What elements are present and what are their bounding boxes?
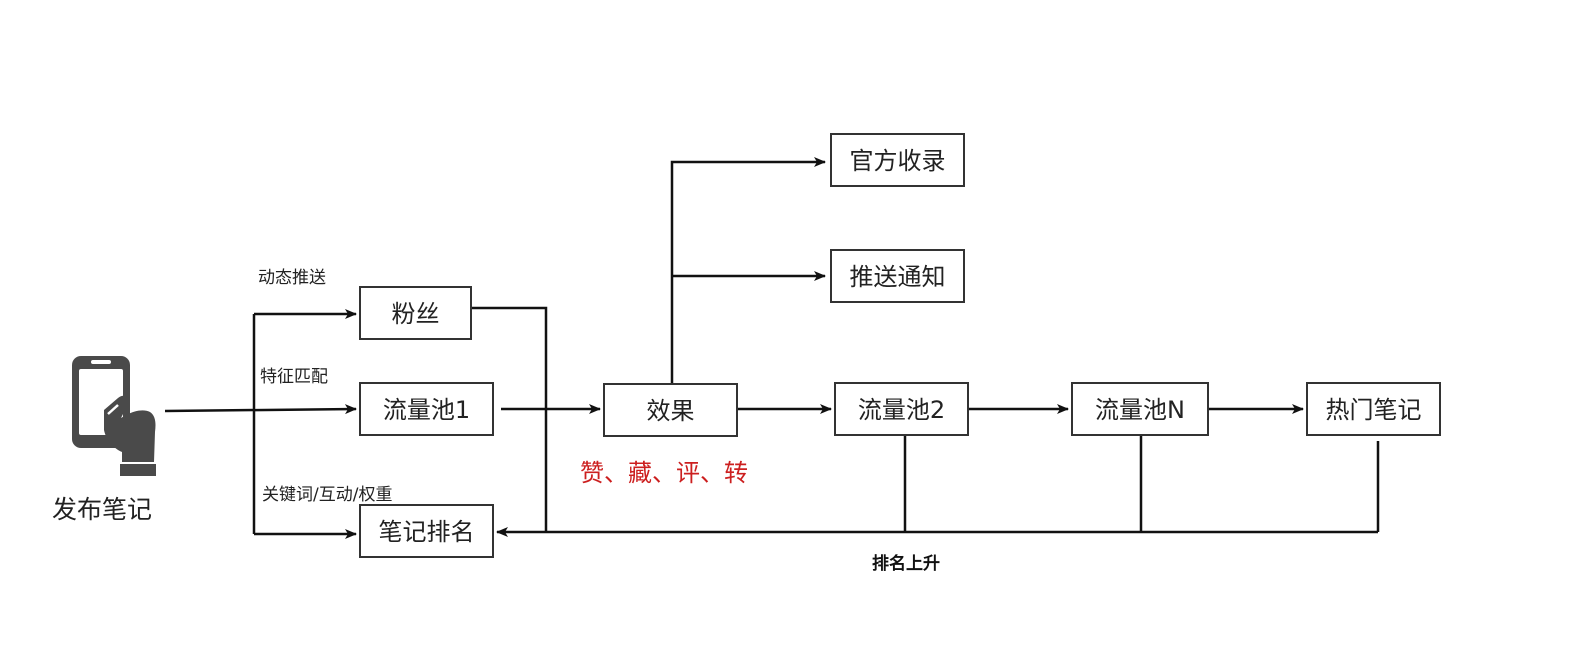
node-rank: 笔记排名 (359, 504, 494, 558)
node-poolN: 流量池N (1071, 382, 1209, 436)
node-push-notify: 推送通知 (830, 249, 965, 303)
svg-text:热门笔记: 热门笔记 (1326, 396, 1422, 424)
svg-text:推送通知: 推送通知 (850, 263, 946, 291)
svg-text:流量池N: 流量池N (1095, 396, 1185, 424)
effect-metrics: 赞、藏、评、转 (580, 459, 748, 487)
svg-text:效果: 效果 (647, 397, 695, 425)
node-hot: 热门笔记 (1306, 382, 1441, 436)
edges (164, 157, 1380, 539)
node-pool1: 流量池1 (359, 382, 494, 436)
edge-fans-down (471, 306, 548, 532)
svg-text:官方收录: 官方收录 (850, 147, 946, 175)
start-caption: 发布笔记 (52, 495, 152, 524)
node-pool2: 流量池2 (834, 382, 969, 436)
svg-text:粉丝: 粉丝 (392, 300, 440, 328)
edge-start-pool1 (164, 404, 357, 415)
label-dynamic-push: 动态推送 (258, 268, 326, 288)
label-feature-match: 特征匹配 (260, 367, 328, 387)
node-official: 官方收录 (830, 133, 965, 187)
node-effect: 效果 (603, 383, 738, 437)
svg-text:流量池2: 流量池2 (858, 396, 945, 424)
node-fans: 粉丝 (359, 286, 472, 340)
svg-text:笔记排名: 笔记排名 (379, 518, 475, 546)
label-keyword-weight: 关键词/互动/权重 (262, 485, 392, 505)
edge-effect-official (670, 157, 826, 384)
phone-hand-icon (72, 356, 156, 476)
svg-text:流量池1: 流量池1 (383, 396, 470, 424)
label-rank-up: 排名上升 (872, 553, 940, 574)
